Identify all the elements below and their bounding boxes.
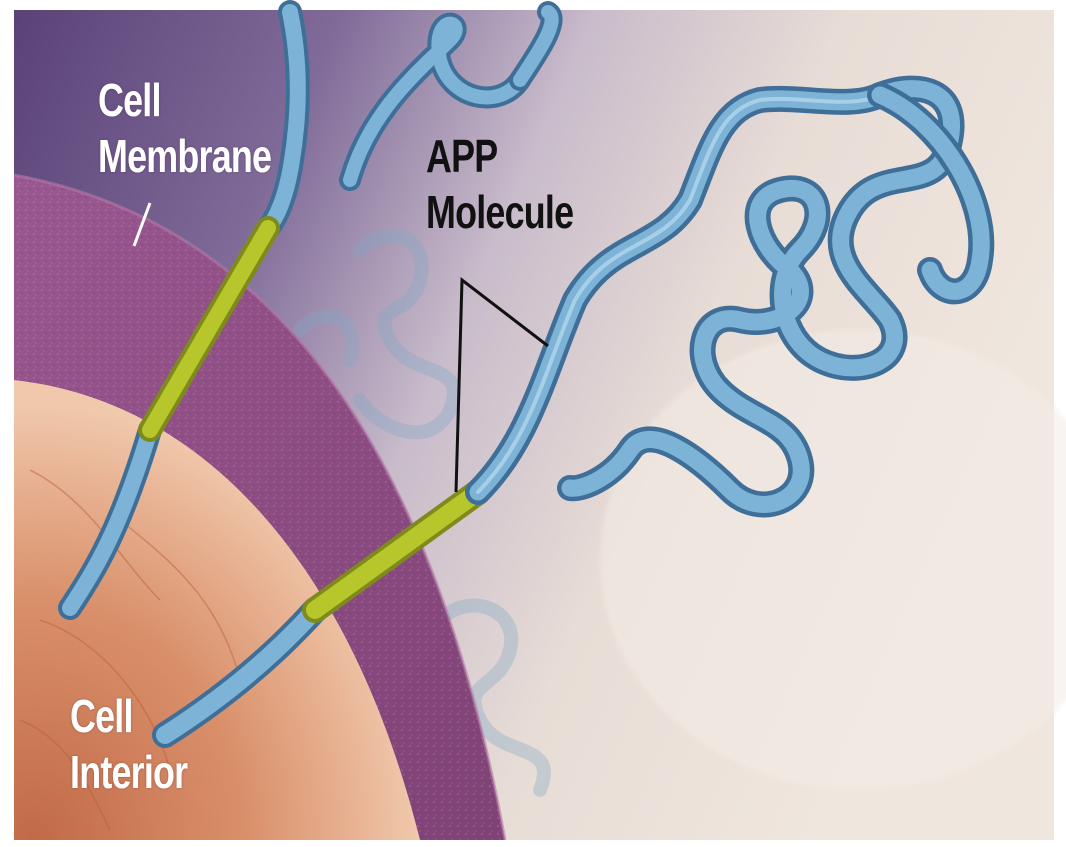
cell-interior-label-line2: Interior xyxy=(70,744,187,800)
app-molecule-label: APP Molecule xyxy=(426,128,573,240)
app-molecule-label-line1: APP xyxy=(426,128,573,184)
cell-interior-label-line1: Cell xyxy=(70,688,187,744)
cell-interior-label: Cell Interior xyxy=(70,688,187,800)
cell-membrane-label: Cell Membrane xyxy=(98,72,271,184)
cell-membrane-label-line2: Membrane xyxy=(98,128,271,184)
cell-membrane-label-line1: Cell xyxy=(98,72,271,128)
app-molecule-label-line2: Molecule xyxy=(426,184,573,240)
